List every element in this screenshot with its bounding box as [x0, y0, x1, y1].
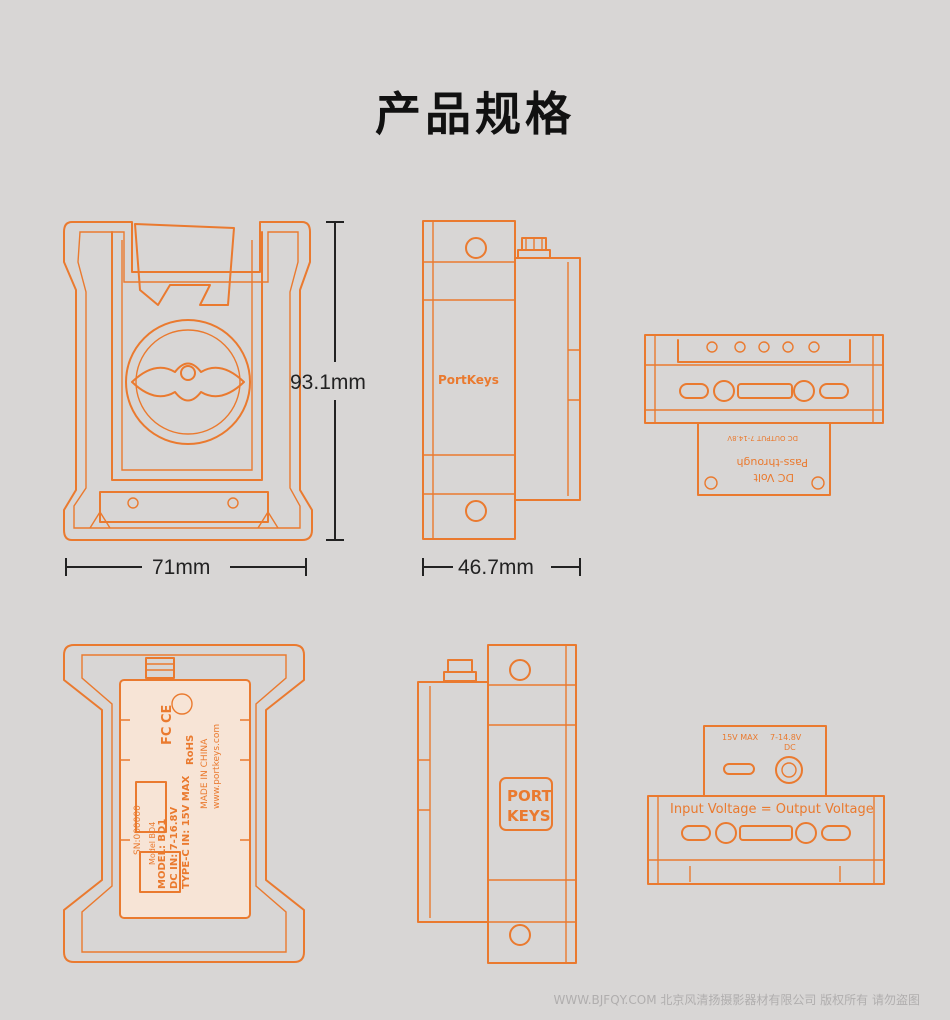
dc-in-text: DC IN: 7-16.8V [169, 807, 180, 889]
serial-text: SN:000000 [133, 805, 143, 855]
recycle-icon [171, 693, 193, 715]
width-label: 71mm [152, 556, 210, 579]
battery-label-plate [119, 679, 251, 919]
dc-range-label: 7-14.8V [770, 733, 802, 742]
depth-dimension: 46.7mm [422, 556, 581, 579]
portkeys-logo-box [499, 777, 553, 831]
dc-port [775, 756, 803, 784]
dc-output-label: DC OUTPUT 7-14.8V [727, 434, 798, 442]
fc-mark: FC [160, 727, 175, 745]
dc-label: DC [784, 743, 796, 752]
top-view: DC Volt Pass-through DC OUTPUT 7-14.8V [644, 334, 884, 496]
pass-label-2: Pass-through [736, 456, 808, 469]
pass-label-1: DC Volt [753, 471, 794, 484]
model-sub-text: Model BD4 [148, 822, 157, 865]
side-view-2: PORT KEYS [417, 644, 577, 964]
bottom-view: 15V MAX 7-14.8V DC Input Voltage = Outpu… [647, 725, 885, 885]
back-view: MODEL: BD1 DC IN: 7-16.8V TYPE-C IN: 15V… [63, 644, 305, 963]
side-logo: PortKeys [438, 373, 499, 387]
typec-in-text: TYPE-C IN: 15V MAX [181, 775, 192, 889]
typec-max-label: 15V MAX [722, 733, 759, 742]
front-view [63, 221, 313, 541]
made-in-text: MADE IN CHINA [200, 738, 210, 809]
height-label: 93.1mm [290, 371, 366, 394]
page-title: 产品规格 [375, 87, 575, 141]
model-text: MODEL: BD1 [157, 819, 168, 889]
ce-mark: CE [160, 705, 175, 723]
width-dimension: 71mm [65, 556, 307, 579]
usb-c-port [723, 763, 755, 775]
logo-box-line2: KEYS [507, 807, 551, 825]
rohs-text: RoHS [185, 735, 196, 765]
height-dimension: 93.1mm [290, 221, 366, 541]
logo-box-line1: PORT [507, 787, 553, 805]
depth-label: 46.7mm [458, 556, 534, 579]
voltage-note: Input Voltage = Output Voltage [670, 802, 874, 817]
watermark: WWW.BJFQY.COM 北京风清扬摄影器材有限公司 版权所有 请勿盗图 [553, 993, 921, 1007]
side-view: PortKeys [422, 220, 581, 540]
website-text: www.portkeys.com [212, 724, 222, 809]
